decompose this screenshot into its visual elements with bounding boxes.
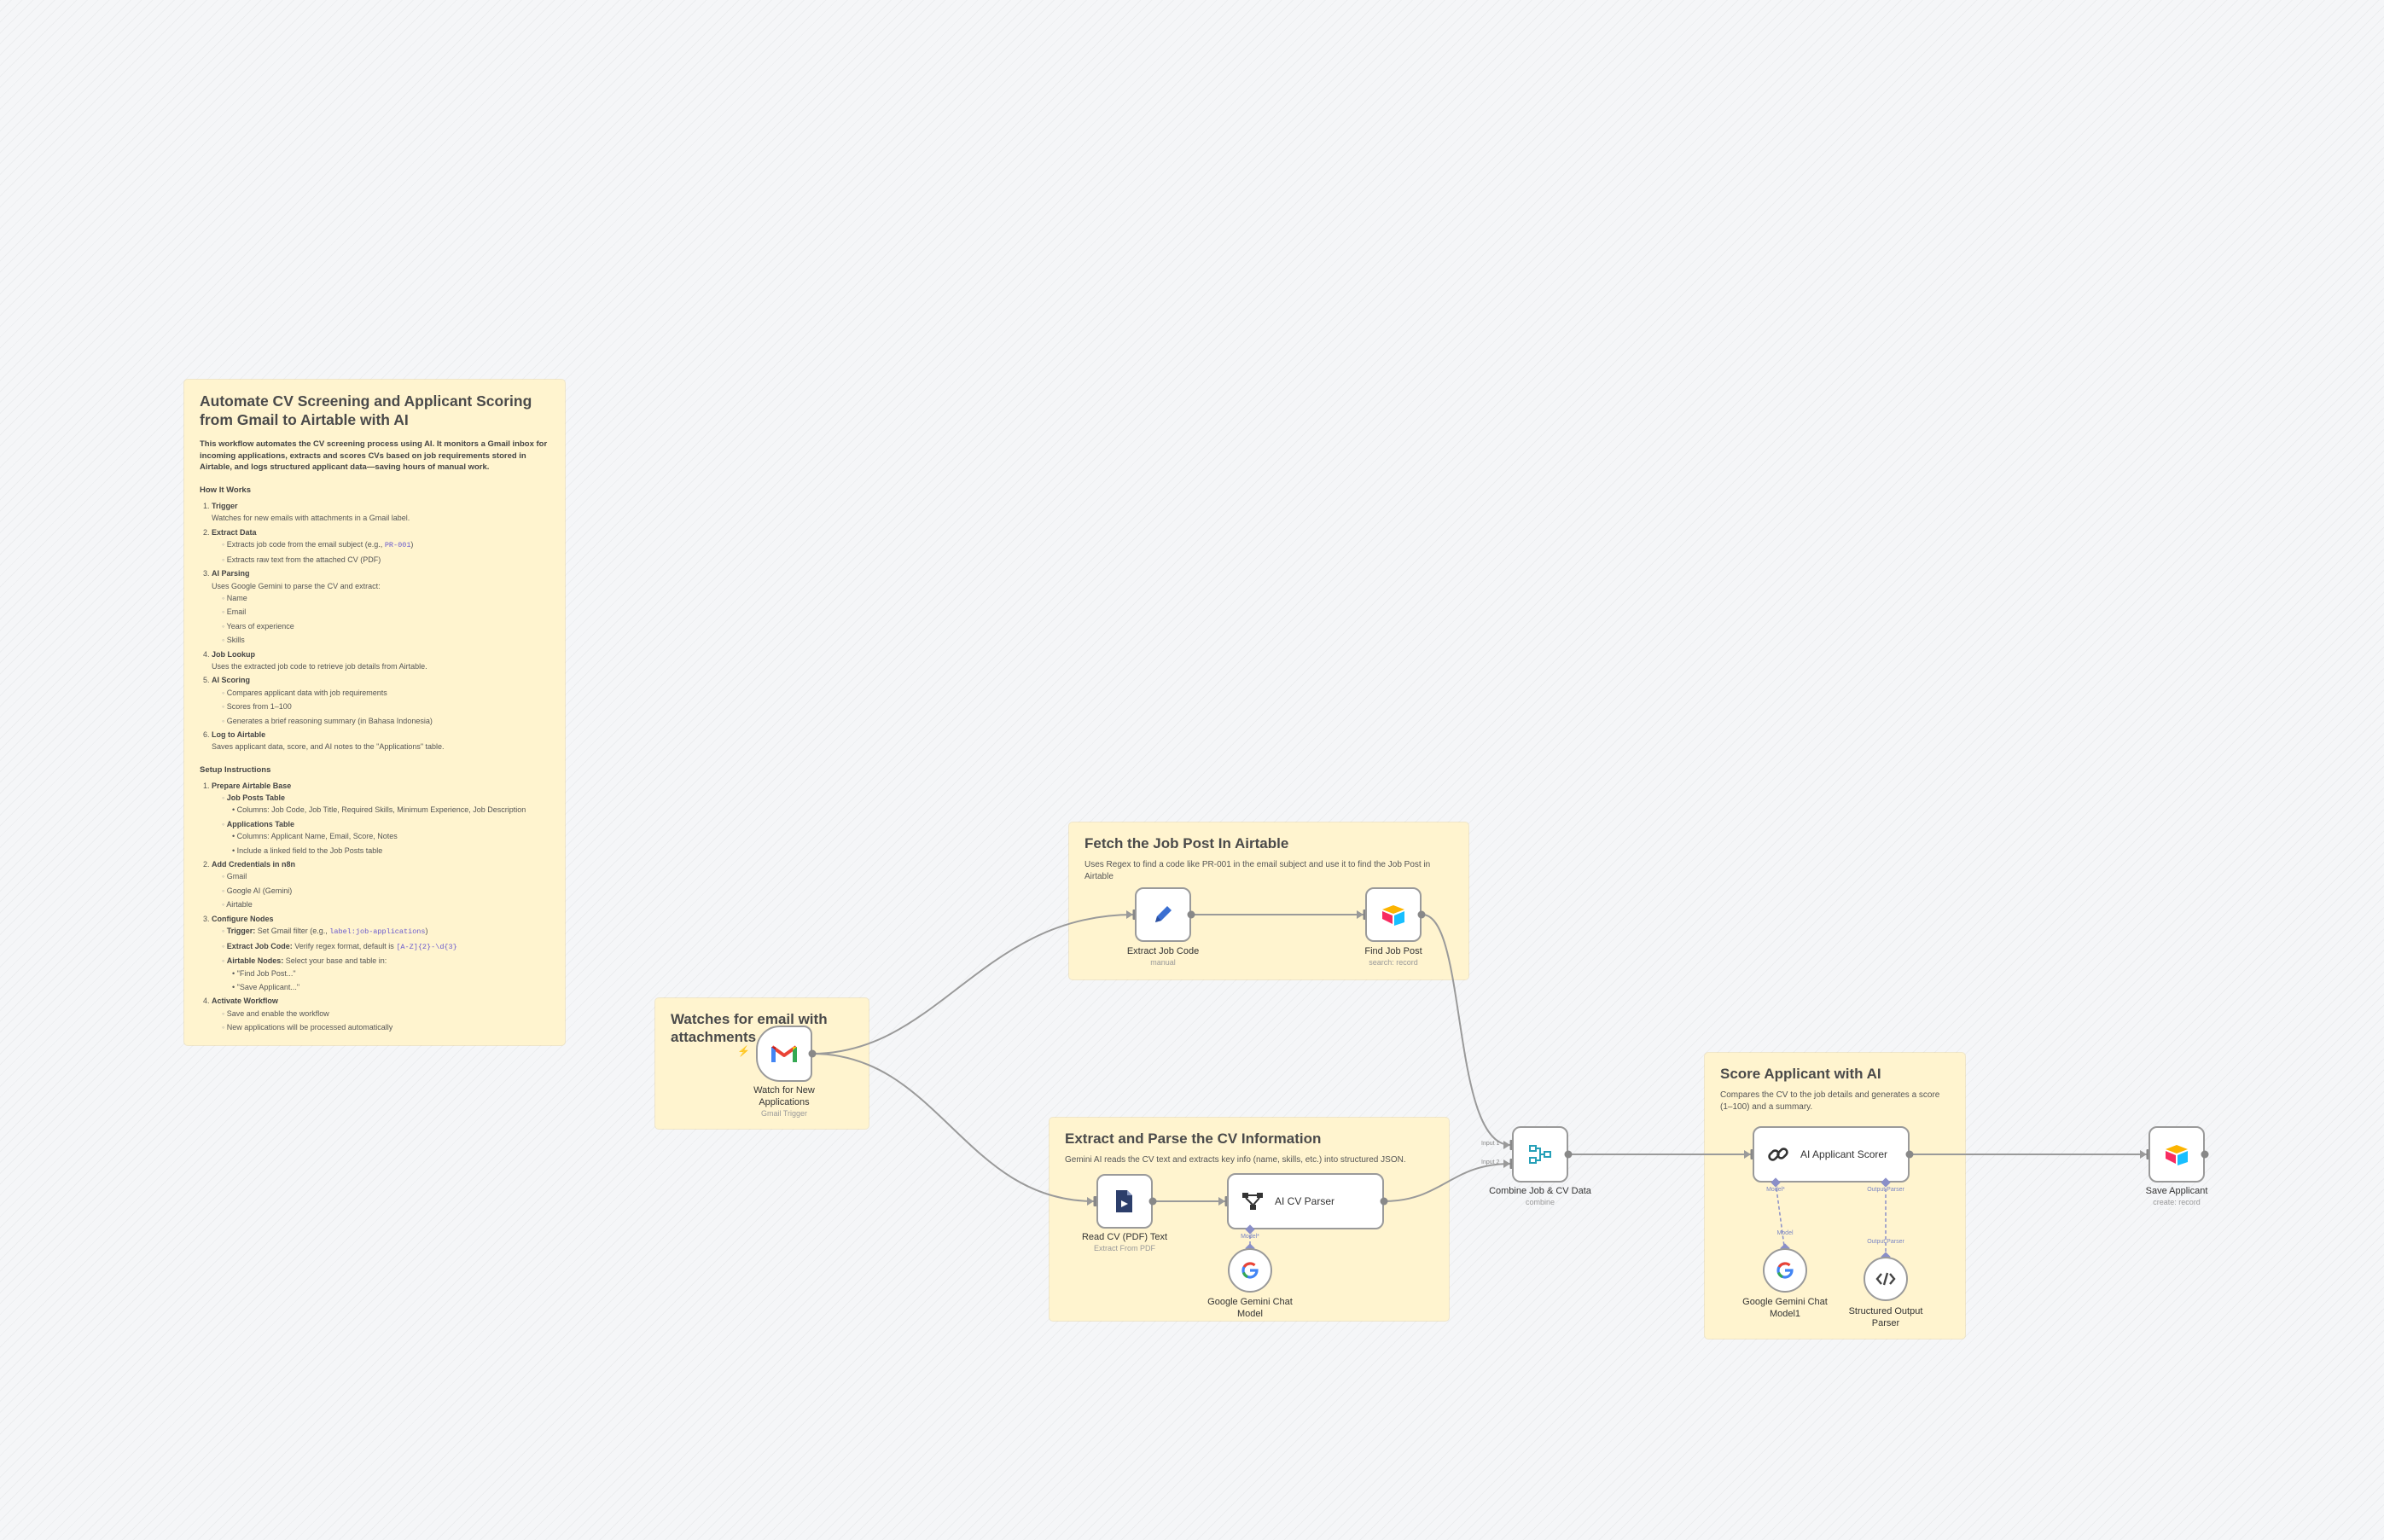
read-cv-node[interactable] xyxy=(1096,1174,1153,1229)
arrow-head xyxy=(1126,910,1133,919)
edge-find-job-to-combine xyxy=(1422,914,1511,1146)
workflow-description-note[interactable]: Automate CV Screening and Applicant Scor… xyxy=(184,380,565,1045)
setup-step: Add Credentials in n8n Gmail Google AI (… xyxy=(212,858,549,911)
edge-gmail-to-read-cv xyxy=(811,1053,1095,1202)
code-brackets-icon xyxy=(1875,1272,1896,1286)
model-port-label: Model* xyxy=(1766,1187,1785,1193)
arrow-head xyxy=(1503,1159,1510,1168)
ai-cv-parser-label: AI CV Parser xyxy=(1275,1195,1335,1207)
arrow-head xyxy=(1357,910,1364,919)
save-applicant-node[interactable] xyxy=(2149,1126,2205,1183)
group-title: Score Applicant with AI xyxy=(1720,1066,1881,1082)
structured-output-parser-node[interactable] xyxy=(1864,1257,1908,1301)
pdf-extract-icon xyxy=(1116,1190,1132,1212)
information-extractor-icon xyxy=(1242,1193,1263,1210)
ai-applicant-scorer-node[interactable]: AI Applicant Scorer xyxy=(1753,1126,1910,1183)
read-cv-label: Read CV (PDF) Text Extract From PDF xyxy=(1081,1232,1168,1252)
output-port[interactable] xyxy=(1417,910,1426,919)
ai-applicant-scorer-label: AI Applicant Scorer xyxy=(1800,1148,1888,1160)
google-icon xyxy=(1241,1262,1259,1279)
note-title: Automate CV Screening and Applicant Scor… xyxy=(200,392,532,429)
input-port[interactable] xyxy=(1093,1196,1098,1206)
gemini-chat-model-node[interactable] xyxy=(1228,1248,1272,1293)
gemini-chat-model-label: Google Gemini Chat Model xyxy=(1207,1297,1293,1319)
ai-cv-parser-node[interactable]: AI CV Parser xyxy=(1227,1173,1384,1229)
note-intro: This workflow automates the CV screening… xyxy=(200,439,548,473)
group-title: Watches for email with attachments xyxy=(671,1011,828,1046)
combine-data-node[interactable] xyxy=(1512,1126,1568,1183)
google-icon xyxy=(1776,1262,1794,1279)
gmail-node-label: Watch for New Applications Gmail Trigger xyxy=(753,1085,815,1118)
extract-job-code-label: Extract Job Code manual xyxy=(1126,946,1200,967)
output-parser-socket-label: Output Parser xyxy=(1867,1239,1904,1245)
pencil-icon xyxy=(1155,906,1172,922)
edge-parser-to-combine xyxy=(1383,1163,1511,1202)
how-step: Extract Data Extracts job code from the … xyxy=(212,526,549,566)
output-port[interactable] xyxy=(1564,1150,1573,1159)
how-it-works-heading: How It Works xyxy=(200,485,251,496)
ai-edge-gemini2-model xyxy=(1775,1182,1786,1253)
setup-step: Configure Nodes Trigger: Set Gmail filte… xyxy=(212,913,549,994)
extract-job-code-node[interactable] xyxy=(1135,887,1191,942)
gemini-chat-model-1-label: Google Gemini Chat Model1 xyxy=(1742,1297,1828,1319)
group-description: Compares the CV to the job details and g… xyxy=(1720,1090,1940,1112)
output-port[interactable] xyxy=(1380,1197,1388,1206)
model-port-label: Model* xyxy=(1241,1234,1259,1240)
merge-icon xyxy=(1529,1145,1551,1164)
find-job-post-node[interactable] xyxy=(1365,887,1422,942)
chain-link-icon xyxy=(1768,1148,1788,1161)
trigger-bolt-icon: ⚡ xyxy=(737,1045,750,1057)
output-parser-port-label: Output Parser xyxy=(1867,1187,1904,1193)
group-title: Fetch the Job Post In Airtable xyxy=(1084,835,1289,851)
group-description: Uses Regex to find a code like PR-001 in… xyxy=(1084,860,1431,881)
airtable-icon xyxy=(1382,905,1404,926)
arrow-head xyxy=(1087,1197,1094,1206)
group-title: Extract and Parse the CV Information xyxy=(1065,1130,1322,1147)
output-port[interactable] xyxy=(1905,1150,1914,1159)
how-step: AI Scoring Compares applicant data with … xyxy=(212,674,549,727)
input-1-label: Input 1 xyxy=(1481,1141,1500,1147)
output-port[interactable] xyxy=(1148,1197,1157,1206)
combine-data-label: Combine Job & CV Data combine xyxy=(1489,1186,1591,1206)
arrow-head xyxy=(1744,1150,1751,1159)
output-port[interactable] xyxy=(1187,910,1195,919)
setup-step: Activate Workflow Save and enable the wo… xyxy=(212,995,549,1033)
gmail-icon xyxy=(770,1045,798,1062)
save-applicant-label: Save Applicant create: record xyxy=(2145,1186,2208,1206)
setup-list: Prepare Airtable Base Job Posts Table Co… xyxy=(200,780,549,1034)
output-port[interactable] xyxy=(2201,1150,2209,1159)
setup-heading: Setup Instructions xyxy=(200,764,271,775)
arrow-head xyxy=(1218,1197,1225,1206)
input-2-label: Input 2 xyxy=(1481,1159,1500,1165)
output-port[interactable] xyxy=(808,1049,817,1058)
airtable-icon xyxy=(2166,1145,2188,1165)
arrow-head xyxy=(2140,1150,2147,1159)
find-job-post-label: Find Job Post search: record xyxy=(1364,946,1422,967)
gmail-trigger-node[interactable] xyxy=(756,1026,812,1082)
setup-step: Prepare Airtable Base Job Posts Table Co… xyxy=(212,780,549,857)
model-socket-label: Model xyxy=(1776,1230,1794,1236)
arrow-head xyxy=(1503,1141,1510,1149)
group-description: Gemini AI reads the CV text and extracts… xyxy=(1065,1155,1406,1165)
edge-gmail-to-extract-code xyxy=(811,914,1134,1055)
gemini-chat-model-1-node[interactable] xyxy=(1763,1248,1807,1293)
score-group-note[interactable]: Score Applicant with AI Compares the CV … xyxy=(1705,1053,1965,1339)
structured-output-parser-label: Structured Output Parser xyxy=(1848,1306,1923,1328)
